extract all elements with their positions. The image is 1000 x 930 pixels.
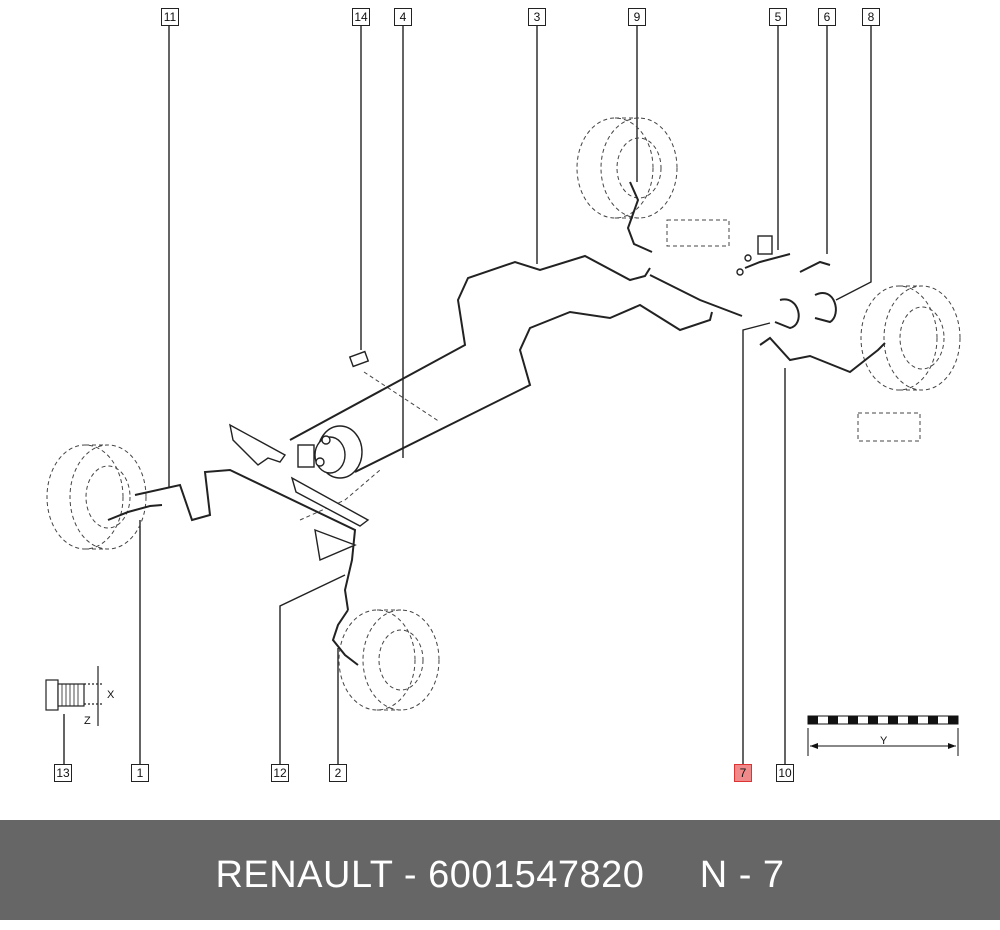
callout-10: 10 [776,764,794,782]
callout-12: 12 [271,764,289,782]
dashed-frame-rear [666,219,730,247]
mounting-bracket-left [229,423,287,466]
rear-right-wheel [860,285,961,391]
front-right-wheel [338,609,440,711]
callout-2: 2 [329,764,347,782]
fitting-detail [45,666,104,726]
scale-bar [807,715,959,756]
dimension-label-z: Z [84,715,91,727]
brake-pipe-8 [814,292,837,324]
leader-line-7 [742,322,771,765]
brake-pipe-6 [799,260,831,273]
brake-pipe-11 [134,468,357,611]
brake-pipe-10 [759,336,886,374]
callout-3: 3 [528,8,546,26]
rear-left-wheel [576,117,678,219]
callout-1: 1 [131,764,149,782]
leader-line-8 [835,25,872,301]
brake-pipe-5 [744,253,791,269]
dashed-guide-mid [299,469,381,521]
brake-pipe-2 [331,609,359,666]
mounting-bracket-lower [314,528,357,561]
hose-fitting-14 [348,350,370,368]
dashed-guide-14 [363,371,441,423]
callout-8: 8 [862,8,880,26]
callout-13: 13 [54,764,72,782]
brake-line-diagram: X Z Y [45,25,961,765]
brake-booster [297,425,363,479]
brake-pipe-4 [354,303,713,473]
part-number-caption: RENAULT - 6001547820 N - 7 [215,854,785,896]
brake-pipe-3 [289,254,651,441]
rear-valve-block [736,235,773,276]
mounting-bracket-right [290,476,370,527]
callout-14: 14 [352,8,370,26]
brake-pipe-7 [774,298,800,330]
dimension-label-y: Y [880,735,888,747]
brake-pipe-9 [626,181,653,253]
footer-bar: RENAULT - 6001547820 N - 7 [0,820,1000,920]
callout-4: 4 [394,8,412,26]
callout-9: 9 [628,8,646,26]
callout-6: 6 [818,8,836,26]
brake-pipe-1 [107,504,163,521]
callout-5: 5 [769,8,787,26]
brake-pipe-rear-link [649,274,743,317]
callout-7-highlighted: 7 [734,764,752,782]
leader-line-12 [279,574,346,765]
callout-11: 11 [161,8,179,26]
dashed-frame-right [857,412,921,442]
front-left-wheel [46,444,147,550]
dimension-label-x: X [107,689,115,701]
